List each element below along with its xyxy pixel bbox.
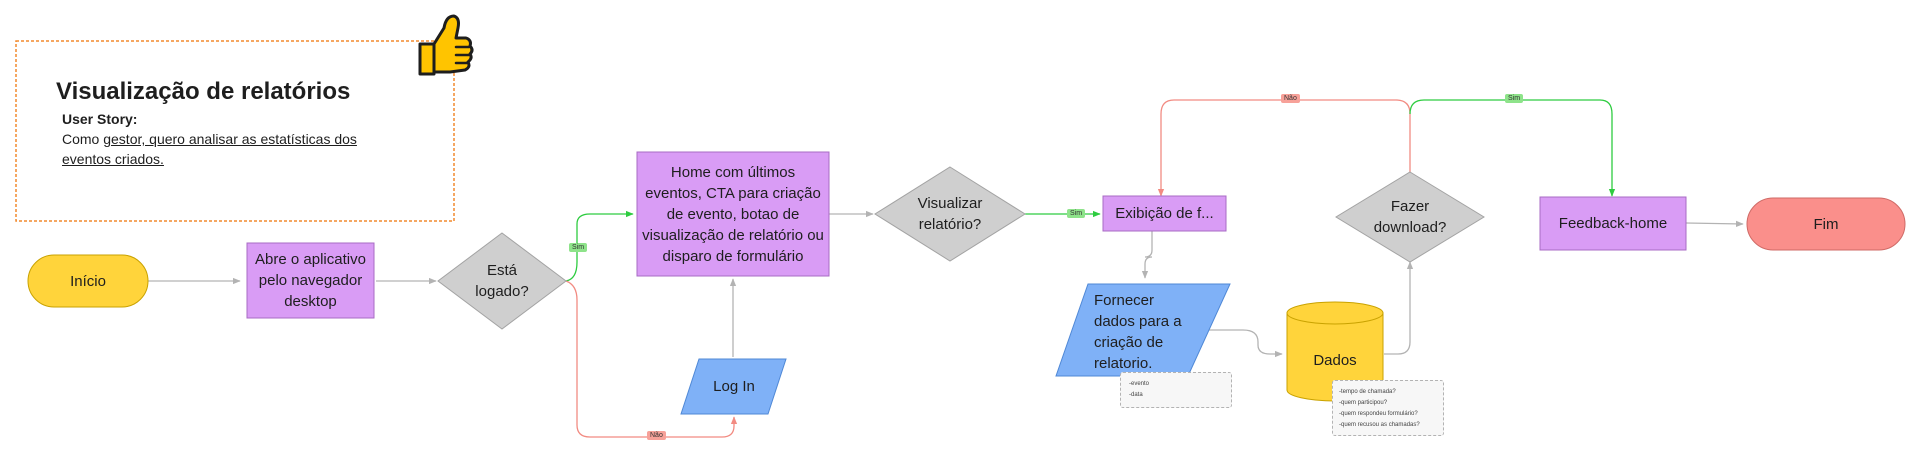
home-line-4: visualização de relatório ou: [642, 226, 824, 244]
fornecer-label: Fornecer dados para a criação de relator…: [1094, 290, 1204, 374]
user-story-text: Como gestor, quero analisar as estatísti…: [62, 129, 357, 169]
fornecer-note-line-2: -data: [1129, 392, 1143, 398]
dados-note-line-3: -quem respondeu formulário?: [1339, 411, 1418, 417]
edge-download-exibicao-nao: [1157, 99, 1411, 197]
edge-tag-nao-download: Não: [1281, 94, 1300, 103]
exibicao-label: Exibição de f...: [1115, 205, 1214, 222]
dados-note-line-1: -tempo de chamada?: [1339, 389, 1396, 395]
visualizar-line-1: Visualizar: [917, 195, 983, 212]
abre-line-3: desktop: [284, 293, 337, 310]
page-title: Visualização de relatórios: [56, 78, 351, 105]
home-line-2: eventos, CTA para criação: [645, 184, 821, 202]
edge-exibicao-fornecer: [1141, 231, 1153, 279]
edge-tag-sim-visualizar: Sim: [1067, 209, 1086, 218]
edge-dados-download: [1384, 261, 1414, 355]
abre-process[interactable]: [246, 242, 375, 319]
home-process[interactable]: [636, 151, 830, 277]
exibicao-process[interactable]: [1102, 195, 1227, 232]
fornecer-line-2: dados para a: [1094, 313, 1182, 330]
edge-tag-sim-logado: Sim: [569, 243, 588, 252]
fornecer-line-3: criação de: [1094, 334, 1164, 351]
title-frame: [15, 40, 455, 222]
fornecer-line-1: Fornecer: [1094, 292, 1155, 309]
fazer-download-line-2: download?: [1373, 219, 1447, 236]
user-story-label: User Story:: [62, 111, 138, 127]
fornecer-note-line-1: -evento: [1129, 381, 1150, 387]
abre-line-1: Abre o aplicativo: [255, 251, 366, 268]
home-line-1: Home com últimos: [670, 163, 796, 181]
visualizar-line-2: relatório?: [918, 216, 982, 233]
esta-logado-line-2: logado?: [475, 283, 529, 300]
connectors: [148, 99, 1744, 438]
visualizar-label: Visualizar relatório?: [890, 184, 1010, 244]
thumbs-up-icon: [418, 14, 474, 76]
abre-label: Abre o aplicativo pelo navegador desktop: [247, 243, 374, 318]
fazer-download-label: Fazer download?: [1352, 188, 1468, 246]
login-io[interactable]: [680, 358, 787, 415]
edge-logado-home-sim: [565, 210, 634, 282]
edge-tag-sim-download: Sim: [1505, 94, 1524, 103]
esta-logado-decision[interactable]: [437, 232, 567, 330]
home-line-3: de evento, botao de: [666, 205, 800, 223]
dados-note: -tempo de chamada? -quem participou? -qu…: [1332, 380, 1444, 436]
feedback-process[interactable]: [1539, 196, 1687, 251]
inicio-label: Início: [70, 272, 106, 290]
edge-download-feedback-sim: [1409, 99, 1616, 197]
login-label: Log In: [713, 378, 755, 395]
dados-note-line-2: -quem participou?: [1339, 400, 1388, 406]
edge-feedback-fim: [1685, 220, 1744, 227]
visualizar-decision[interactable]: [874, 166, 1026, 262]
feedback-label: Feedback-home: [1558, 215, 1668, 232]
esta-logado-line-1: Está: [486, 262, 517, 279]
user-story-prefix: Como: [62, 131, 104, 147]
fim-terminal[interactable]: [1746, 197, 1906, 251]
dados-database[interactable]: [1286, 301, 1384, 402]
user-story-link-1[interactable]: gestor, quero analisar as estatísticas d…: [103, 131, 357, 147]
fazer-download-decision[interactable]: [1335, 171, 1485, 263]
esta-logado-label: Está logado?: [448, 250, 556, 312]
fim-label: Fim: [1813, 215, 1839, 233]
inicio-terminal[interactable]: [27, 254, 149, 308]
fazer-download-line-1: Fazer: [1390, 198, 1430, 215]
home-line-5: disparo de formulário: [662, 247, 804, 265]
edge-fornecer-dados: [1188, 329, 1283, 358]
fornecer-line-4: relatorio.: [1094, 355, 1153, 372]
fornecer-note: -evento -data: [1120, 372, 1232, 408]
abre-line-2: pelo navegador: [258, 272, 363, 289]
user-story-link-2[interactable]: eventos criados.: [62, 151, 164, 167]
edge-logado-login-nao: [565, 280, 738, 438]
dados-note-line-4: -quem recusou as chamadas?: [1339, 422, 1420, 428]
dados-label: Dados: [1313, 351, 1357, 369]
home-label: Home com últimos eventos, CTA para criaç…: [637, 152, 829, 276]
edge-tag-nao-logado: Não: [647, 431, 666, 440]
